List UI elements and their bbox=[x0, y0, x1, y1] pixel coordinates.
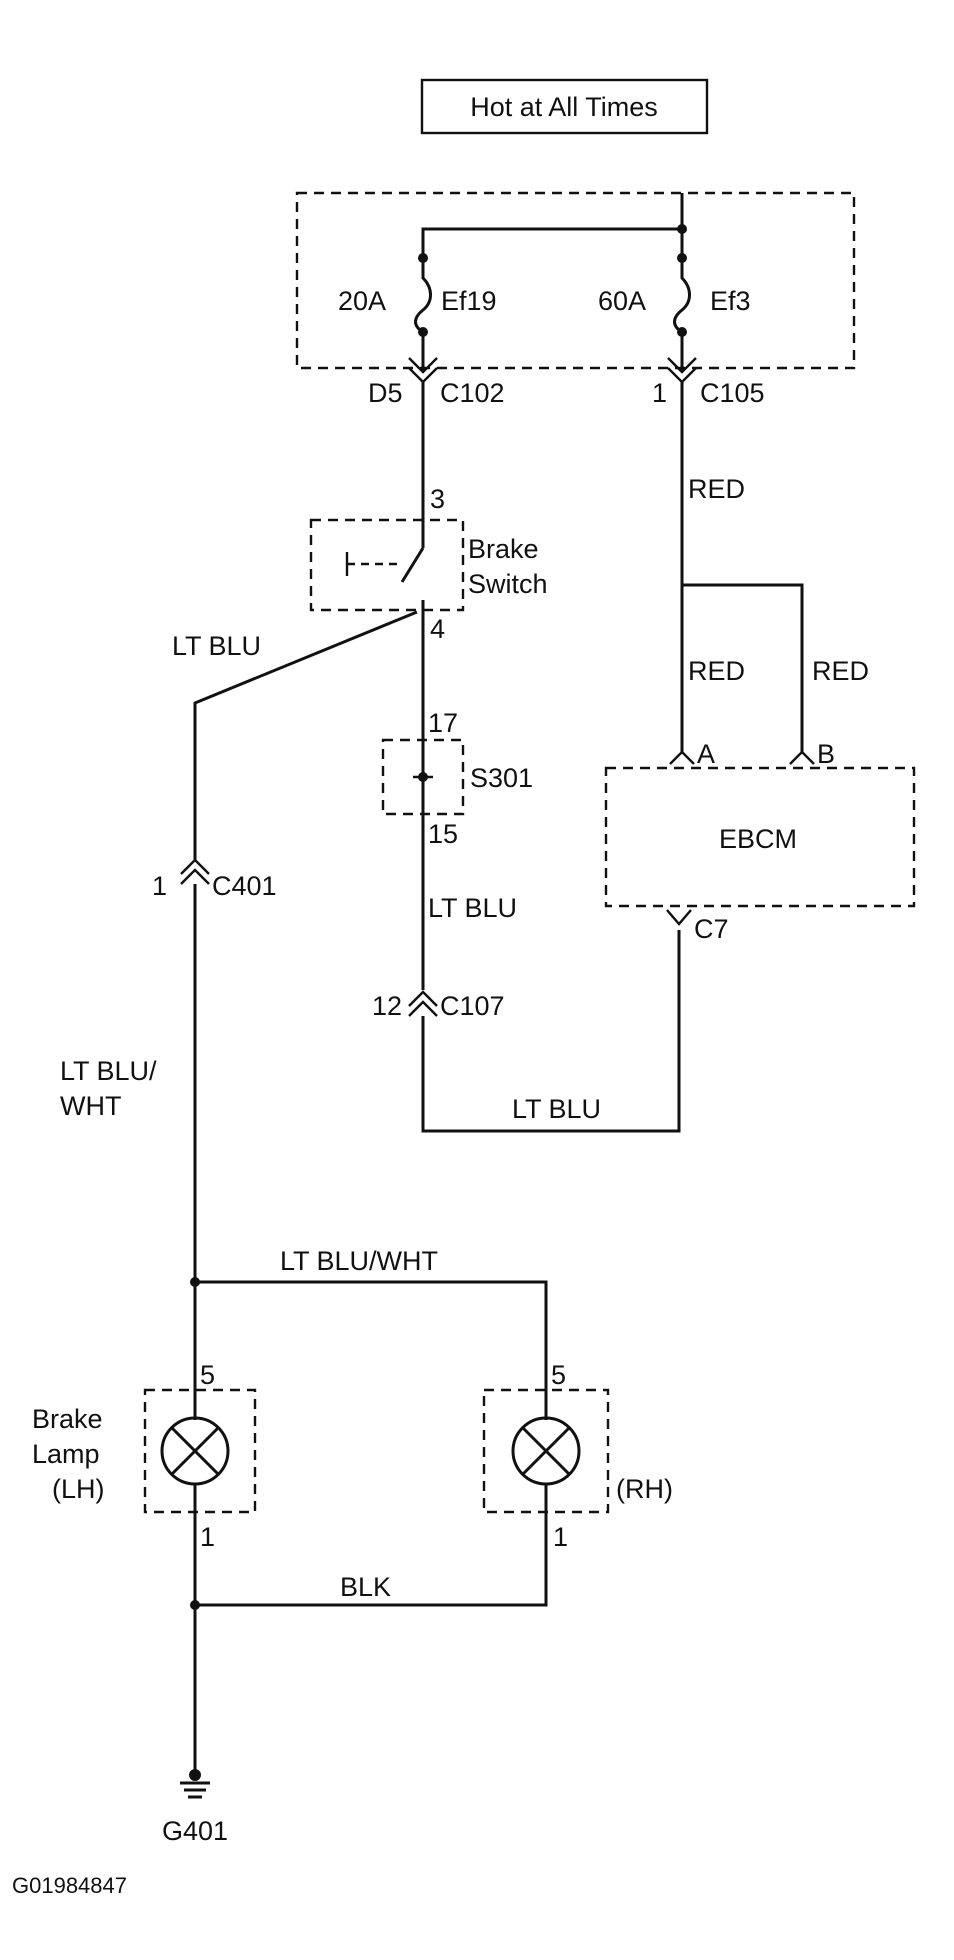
fuse-ef19-id: Ef19 bbox=[441, 286, 497, 316]
connector-c105-pin: 1 bbox=[652, 378, 667, 408]
lamp-lh-bulb-cross bbox=[170, 1426, 220, 1476]
ground-icon bbox=[180, 1781, 210, 1799]
title-text: Hot at All Times bbox=[470, 92, 658, 122]
wire-label-lt-blu-left: LT BLU bbox=[172, 631, 261, 661]
lamp-lh-label-1: Brake bbox=[32, 1404, 103, 1434]
connector-c7-label: C7 bbox=[694, 914, 729, 944]
wire-c107-to-ebcm bbox=[421, 930, 681, 1133]
connector-c105-label: C105 bbox=[700, 378, 765, 408]
power-feed-wire bbox=[421, 193, 684, 258]
connector-c7-symbol bbox=[666, 909, 692, 926]
wire-red-branch bbox=[682, 583, 804, 752]
wire-label-blk: BLK bbox=[340, 1572, 391, 1602]
wire-label-red-b: RED bbox=[812, 656, 869, 686]
ground-dot bbox=[189, 1769, 201, 1781]
wire-label-lt-blu-bottom: LT BLU bbox=[512, 1094, 601, 1124]
lamp-lh-pin-bottom: 1 bbox=[200, 1522, 215, 1552]
brake-switch-contact bbox=[400, 547, 425, 583]
lamp-rh-pin-top: 5 bbox=[551, 1360, 566, 1390]
wire-label-red-main: RED bbox=[688, 474, 745, 504]
connector-c107-symbol bbox=[408, 990, 438, 1017]
lamp-rh-bulb-cross bbox=[521, 1426, 571, 1476]
fuse-ef3-symbol bbox=[673, 258, 691, 334]
connector-c107-pin: 12 bbox=[372, 991, 402, 1021]
ebcm-pin-b-label: B bbox=[817, 739, 835, 769]
fuse-ef3-id: Ef3 bbox=[710, 286, 751, 316]
splice-s301-pin-top: 17 bbox=[428, 708, 458, 738]
connector-c102-pin: D5 bbox=[368, 378, 403, 408]
connector-c401-symbol bbox=[180, 858, 210, 885]
splice-s301-label: S301 bbox=[470, 763, 533, 793]
ebcm-pin-b-symbol bbox=[789, 750, 815, 765]
lamp-rh-pin-bottom: 1 bbox=[553, 1522, 568, 1552]
ground-label: G401 bbox=[162, 1816, 228, 1846]
wire-label-lt-blu-wht-2: WHT bbox=[60, 1091, 121, 1121]
wire-blk bbox=[195, 1512, 548, 1607]
splice-s301-pin-bottom: 15 bbox=[428, 819, 458, 849]
fuse-ef19-symbol bbox=[414, 258, 432, 334]
connector-c401-pin: 1 bbox=[152, 871, 167, 901]
ebcm-pin-a-symbol bbox=[669, 750, 695, 765]
wire-lt-blu-wht-main bbox=[193, 884, 548, 1420]
lamp-lh-label-2: Lamp bbox=[32, 1439, 100, 1469]
ebcm-label: EBCM bbox=[719, 824, 797, 854]
figure-id: G01984847 bbox=[12, 1873, 127, 1898]
ebcm-box bbox=[604, 766, 916, 908]
title-box bbox=[420, 78, 709, 135]
connector-c401-label: C401 bbox=[212, 871, 277, 901]
brake-switch-label-1: Brake bbox=[468, 534, 539, 564]
connector-c102-label: C102 bbox=[440, 378, 505, 408]
junction-dot bbox=[677, 224, 687, 234]
brake-switch-box bbox=[309, 518, 465, 612]
brake-switch-pin-4: 4 bbox=[430, 614, 445, 644]
brake-switch-pin-3: 3 bbox=[430, 484, 445, 514]
ebcm-pin-a-label: A bbox=[697, 739, 715, 769]
brake-switch-label-2: Switch bbox=[468, 569, 548, 599]
connector-c107-label: C107 bbox=[440, 991, 505, 1021]
fuse-ef3-rating: 60A bbox=[598, 286, 646, 316]
lamp-rh-label: (RH) bbox=[616, 1474, 673, 1504]
wire-label-lt-blu-splice: LT BLU bbox=[428, 893, 517, 923]
fuse-block bbox=[295, 191, 856, 370]
wire-lt-blu-to-c401 bbox=[193, 610, 418, 860]
fuse-ef19-rating: 20A bbox=[338, 286, 386, 316]
wire-label-red-a: RED bbox=[688, 656, 745, 686]
lamp-lh-label-3: (LH) bbox=[52, 1474, 105, 1504]
wire-label-lt-blu-wht-horiz: LT BLU/WHT bbox=[280, 1246, 438, 1276]
junction-dot bbox=[190, 1600, 200, 1610]
lamp-lh-pin-top: 5 bbox=[200, 1360, 215, 1390]
lamp-lh-box bbox=[143, 1388, 257, 1514]
wire-label-lt-blu-wht-1: LT BLU/ bbox=[60, 1056, 157, 1086]
